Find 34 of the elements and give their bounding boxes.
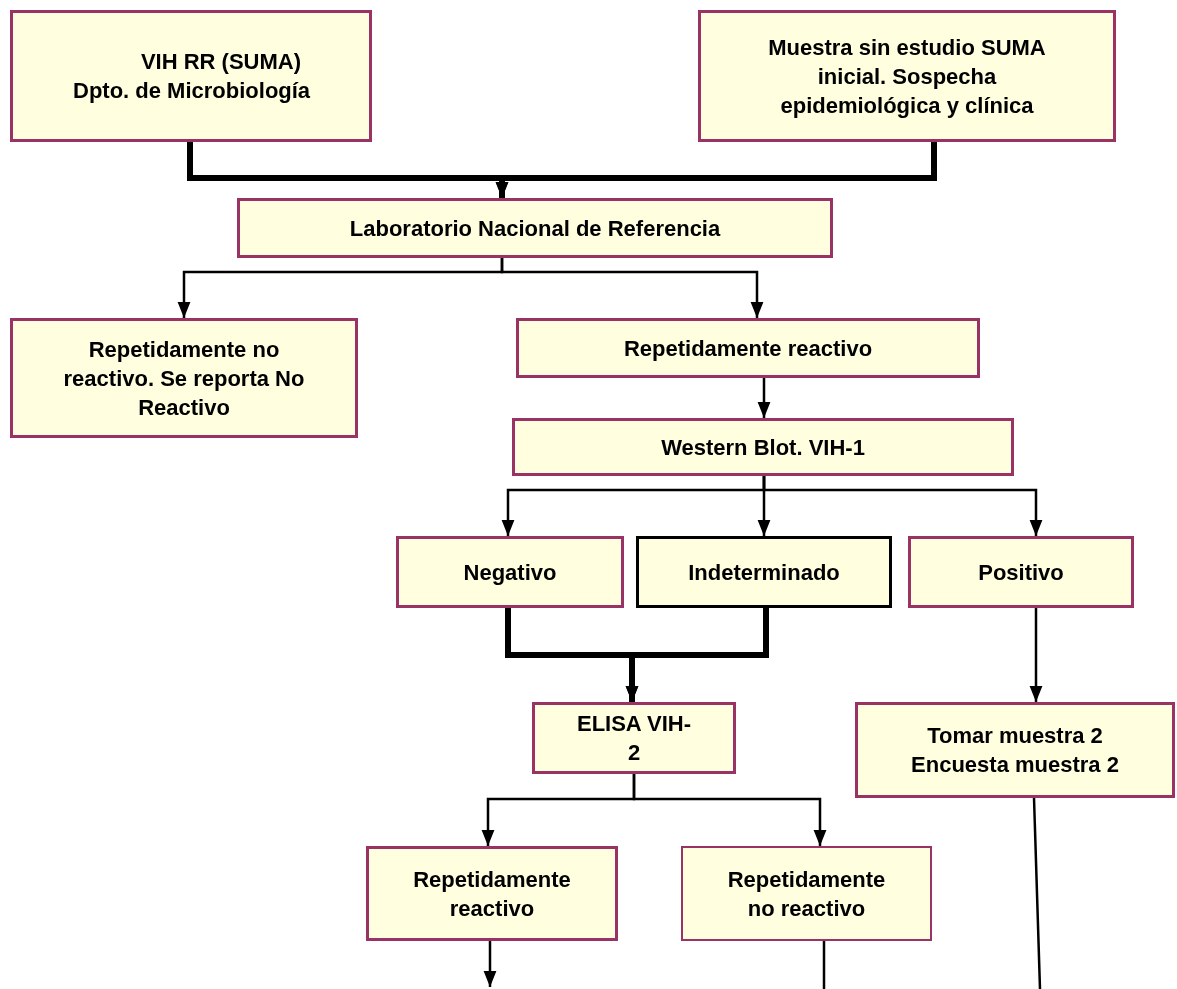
process-box xyxy=(698,10,1116,142)
box-label: Repetidamente reactivo xyxy=(412,865,572,923)
box-label: Laboratorio Nacional de Referencia xyxy=(349,214,721,243)
box-label: Positivo xyxy=(978,558,1064,587)
arrow xyxy=(625,608,769,702)
process-box xyxy=(237,198,833,258)
process-box xyxy=(636,536,892,608)
process-box xyxy=(681,846,932,941)
process-box xyxy=(512,418,1014,476)
arrow xyxy=(632,774,827,846)
arrow xyxy=(762,476,1043,536)
box-label: Negativo xyxy=(463,558,557,587)
box-label: Repetidamente no reactivo. Se reporta No Reactivo xyxy=(62,335,306,422)
arrow xyxy=(1029,608,1043,702)
process-box xyxy=(10,10,372,142)
box-label: Tomar muestra 2 Encuesta muestra 2 xyxy=(910,722,1120,779)
process-box xyxy=(908,536,1134,608)
arrow xyxy=(500,258,764,318)
box-label: Muestra sin estudio SUMA inicial. Sospecha epidemiológica y clínica xyxy=(767,33,1047,120)
process-box xyxy=(516,318,980,378)
process-box xyxy=(855,702,1175,798)
process-box xyxy=(366,846,618,941)
box-label: Repetidamente reactivo xyxy=(623,334,873,363)
box-label: Repetidamente no reactivo xyxy=(726,865,887,923)
arrow xyxy=(757,378,771,418)
box-label: Western Blot. VIH-1 xyxy=(661,433,865,462)
process-box xyxy=(396,536,624,608)
arrow xyxy=(483,941,497,987)
box-label: Indeterminado xyxy=(688,558,840,587)
box-label: VIH RR (SUMA) xyxy=(140,48,302,76)
box-label: ELISA VIH-2 xyxy=(575,710,693,767)
box-label: Dpto. de Microbiología xyxy=(73,77,311,105)
process-box xyxy=(10,318,358,438)
process-box xyxy=(532,702,736,774)
